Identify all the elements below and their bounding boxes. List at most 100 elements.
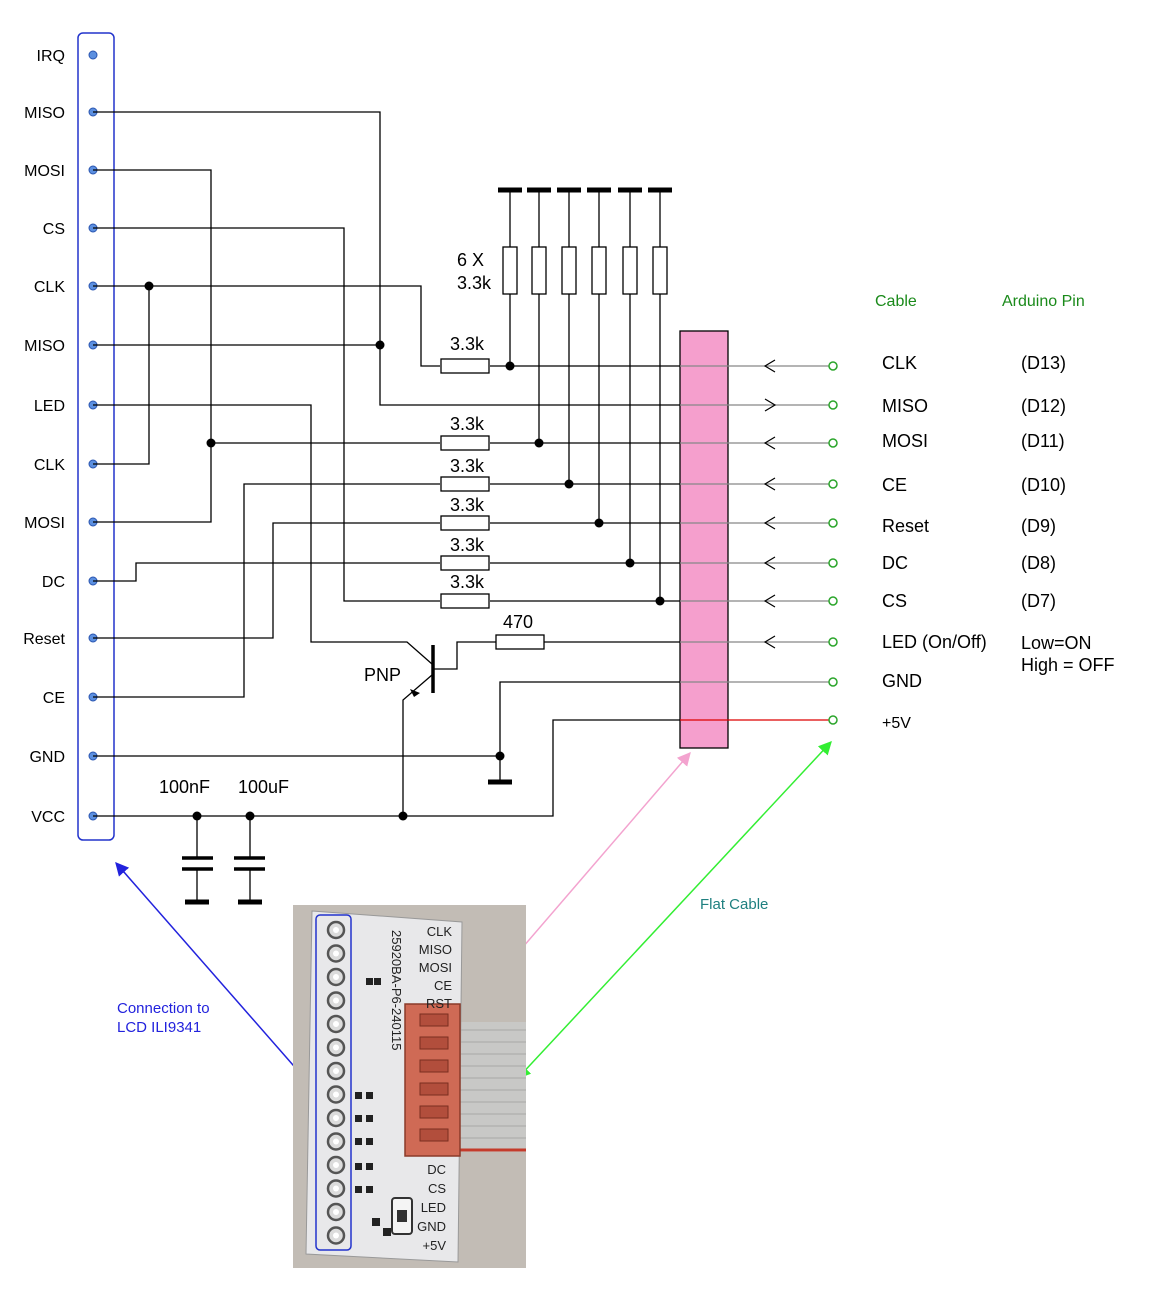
capacitors: 100nF 100uF: [159, 777, 289, 905]
arduino-pin-label: (D7): [1021, 591, 1056, 611]
flat-cable-arrow: [517, 741, 832, 1079]
lcd-pin-label: Reset: [23, 631, 65, 648]
pcb-silk-label: CE: [434, 978, 452, 993]
pcb-silk-label: CS: [428, 1181, 446, 1196]
lcd-pin-label: GND: [29, 749, 65, 766]
flat-cable-label: Flat Cable: [700, 896, 768, 913]
pullup-resistor: [622, 246, 638, 295]
series-res-label: 3.3k: [450, 334, 485, 354]
pullup-resistor: [652, 246, 668, 295]
cable-pin-label: Reset: [882, 516, 929, 536]
lcd-pin-label: DC: [42, 574, 65, 591]
signal-arrow-icon: [764, 398, 777, 412]
cable-pin: [828, 479, 838, 489]
series-resistors: 3.3k 3.3k 3.3k 3.3k 3.3k 3.3k 470 6 X 3.…: [440, 250, 545, 650]
cable-pin: [828, 677, 838, 687]
arduino-pin-label: (D10): [1021, 475, 1066, 495]
arduino-pin-label: (D8): [1021, 553, 1056, 573]
arduino-pin-label: (D13): [1021, 353, 1066, 373]
series-res-label: 3.3k: [450, 456, 485, 476]
lcd-pin-label: LED: [34, 398, 65, 415]
cable-header: Cable: [875, 293, 917, 310]
cable-pin: [828, 400, 838, 410]
pullup-resistor: [531, 246, 547, 295]
lcd-pin-label: MOSI: [24, 515, 65, 532]
lcd-pin-label: VCC: [31, 809, 65, 826]
pink-connector: [679, 330, 729, 749]
lcd-pin-label: CLK: [34, 279, 65, 296]
cable-pin-label: CS: [882, 591, 907, 611]
pcb-silk-label: GND: [417, 1219, 446, 1234]
pullup-value-label: 3.3k: [457, 273, 492, 293]
arduino-header: Arduino Pin: [1002, 293, 1085, 310]
cable-pin-label: +5V: [882, 715, 911, 732]
signal-arrow-icon: [763, 556, 776, 570]
cable-pin: [828, 558, 838, 568]
lcd-pin: [88, 50, 98, 60]
lcd-pin-label: MOSI: [24, 163, 65, 180]
led-res-label: 470: [503, 612, 533, 632]
led-note-high: High = OFF: [1021, 655, 1115, 675]
ribbon-cable: [455, 1022, 526, 1152]
cable-pin: [828, 596, 838, 606]
pullup-count-label: 6 X: [457, 250, 484, 270]
arduino-pin-label: (D9): [1021, 516, 1056, 536]
pnp-label: PNP: [364, 665, 401, 685]
pcb-silk-label: RST: [426, 996, 452, 1011]
cable-pin-label: GND: [882, 671, 922, 691]
lcd-pin-label: IRQ: [37, 48, 65, 65]
signal-arrow-icon: [763, 516, 776, 530]
lcd-connection-label: LCD ILI9341: [117, 1019, 201, 1036]
pcb-silk-label: CLK: [427, 924, 453, 939]
cable-pin-label: MISO: [882, 396, 928, 416]
lcd-connection-label: Connection to: [117, 1000, 210, 1017]
series-res-label: 3.3k: [450, 535, 485, 555]
cable-connector: [679, 330, 838, 749]
cable-pin: [828, 637, 838, 647]
pcb-part-number: 25920BA-P6-240115: [389, 930, 404, 1050]
lcd-pin-label: MISO: [24, 105, 65, 122]
pcb-silk-label: DC: [427, 1162, 446, 1177]
cap-100uf-label: 100uF: [238, 777, 289, 797]
pnp-transistor: PNP: [364, 645, 435, 697]
cable-pin-label: MOSI: [882, 431, 928, 451]
signal-arrow-icon: [763, 436, 776, 450]
led-note-low: Low=ON: [1021, 633, 1092, 653]
cable-pin: [828, 715, 838, 725]
signal-arrow-icon: [763, 594, 776, 608]
lcd-pin-label: CS: [43, 221, 65, 238]
lcd-pin-label: CLK: [34, 457, 65, 474]
cable-pin-label: LED (On/Off): [882, 632, 987, 652]
series-res-label: 3.3k: [450, 414, 485, 434]
signal-arrow-icon: [763, 635, 776, 649]
signal-arrow-icon: [763, 359, 776, 373]
pcb-silk-label: LED: [421, 1200, 446, 1215]
series-res-label: 3.3k: [450, 495, 485, 515]
cable-pin: [828, 361, 838, 371]
wires: [93, 111, 680, 817]
series-res-label: 3.3k: [450, 572, 485, 592]
pullup-resistor: [502, 246, 518, 295]
pullup-resistor: [591, 246, 607, 295]
pcb-silk-label: MISO: [419, 942, 452, 957]
pcb-header-box: [315, 914, 352, 1251]
led-resistor: [495, 634, 545, 650]
cable-pin: [828, 438, 838, 448]
lcd-pin-label: CE: [43, 690, 65, 707]
pcb-silk-label: +5V: [423, 1238, 447, 1253]
cap-100nf-label: 100nF: [159, 777, 210, 797]
cable-pin-label: CE: [882, 475, 907, 495]
lcd-pin-label: MISO: [24, 338, 65, 355]
arduino-pin-label: (D12): [1021, 396, 1066, 416]
lcd-connection-arrow: [115, 861, 315, 1091]
lcd-header-box: [77, 32, 115, 841]
cable-pin-label: DC: [882, 553, 908, 573]
pcb-silk-label: MOSI: [419, 960, 452, 975]
signal-arrow-icon: [763, 477, 776, 491]
cable-pin: [828, 518, 838, 528]
arduino-pin-label: (D11): [1021, 431, 1065, 451]
pcb-photo: 25920BA-P6-240115 CLK MISO MOSI CE RST DC CS LE…: [293, 905, 526, 1268]
cable-pin-label: CLK: [882, 353, 917, 373]
